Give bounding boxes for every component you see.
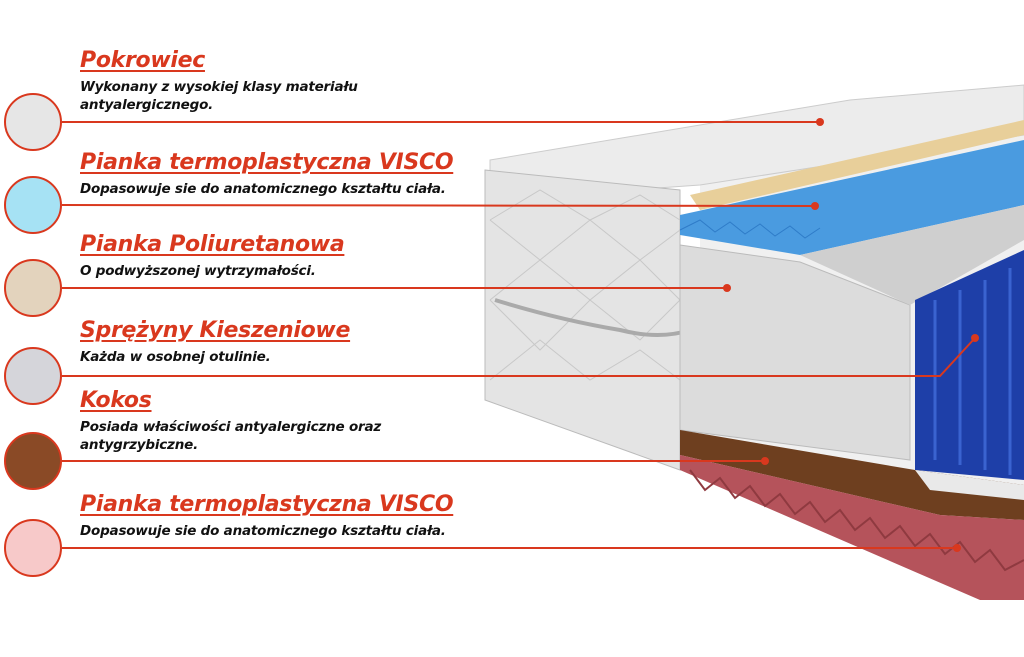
layer-title: Kokos [80,388,152,413]
layer-title: Pokrowiec [80,48,205,73]
mattress-cross-section [484,84,1024,600]
description-line: antygrzybiczne. [80,437,198,453]
layer-label: Pianka termoplastyczna VISCO Dopasowuje s… [80,492,454,540]
layer-description: Dopasowuje sie do anatomicznego kształtu… [80,522,453,540]
leader-dot [953,544,961,552]
layer-title: Pianka termoplastyczna VISCO [80,150,454,175]
leader-dot [723,284,731,292]
description-line: antyalergicznego. [80,97,214,113]
material-swatch [4,93,62,151]
material-swatch [4,519,62,577]
layer-description: O podwyższonej wytrzymałości. [80,262,344,280]
description-line: O podwyższonej wytrzymałości. [80,263,316,279]
material-swatch [4,259,62,317]
leader-dot [761,457,769,465]
layer-title: Sprężyny Kieszeniowe [80,318,351,343]
layer-label: Pianka termoplastyczna VISCO Dopasowuje s… [80,150,454,198]
description-line: Posiada właściwości antyalergiczne oraz [80,419,382,435]
leader-dot [816,118,824,126]
layer-title: Pianka Poliuretanowa [80,232,345,257]
description-line: Dopasowuje sie do anatomicznego kształtu… [80,181,446,197]
layer-label: Pianka Poliuretanowa O podwyższonej wytrz… [80,232,345,280]
material-swatch [4,176,62,234]
layer-description: Każda w osobnej otulinie. [80,348,350,366]
description-line: Każda w osobnej otulinie. [80,349,271,365]
material-swatch [4,347,62,405]
layer-title: Pianka termoplastyczna VISCO [80,492,454,517]
layer-description: Wykonany z wysokiej klasy materiału antya… [80,78,358,114]
leader-line [62,337,976,377]
leader-dot [811,202,819,210]
layer-description: Dopasowuje sie do anatomicznego kształtu… [80,180,453,198]
description-line: Wykonany z wysokiej klasy materiału [80,79,358,95]
leader-dot [971,334,979,342]
description-line: Dopasowuje sie do anatomicznego kształtu… [80,523,446,539]
leader-line [61,204,816,207]
material-swatch [4,432,62,490]
layer-description: Posiada właściwości antyalergiczne oraz a… [80,418,381,454]
